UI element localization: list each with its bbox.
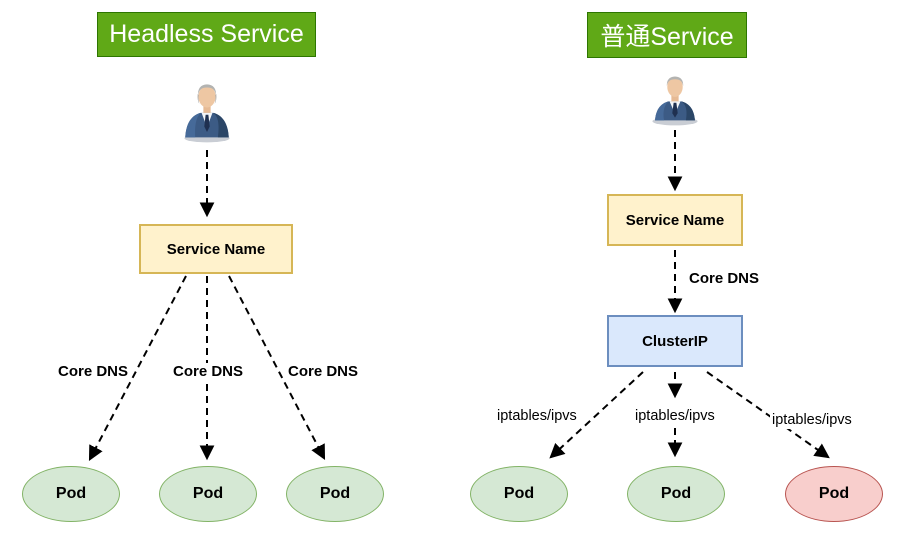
right-service-node: Service Name <box>607 194 743 246</box>
user-icon <box>184 84 230 143</box>
right-title: 普通Service <box>587 12 747 58</box>
right-edge-label-iptables-3: iptables/ipvs <box>770 411 854 429</box>
user-icon <box>652 76 698 126</box>
left-edge-label-core-dns-2: Core DNS <box>171 363 246 381</box>
left-edge-label-core-dns-1: Core DNS <box>56 363 131 381</box>
right-clusterip-node: ClusterIP <box>607 315 743 367</box>
left-pod-1: Pod <box>22 466 120 522</box>
left-service-node: Service Name <box>139 224 293 274</box>
left-pod-3: Pod <box>286 466 384 522</box>
left-pod-2: Pod <box>159 466 257 522</box>
right-pod-3: Pod <box>785 466 883 522</box>
right-pod-1: Pod <box>470 466 568 522</box>
right-edge-label-iptables-2: iptables/ipvs <box>633 407 717 425</box>
right-edge-label-iptables-1: iptables/ipvs <box>495 407 579 425</box>
right-pod-2: Pod <box>627 466 725 522</box>
right-edge-label-core-dns: Core DNS <box>687 270 762 288</box>
left-title: Headless Service <box>97 12 316 57</box>
left-edge-label-core-dns-3: Core DNS <box>286 363 361 381</box>
